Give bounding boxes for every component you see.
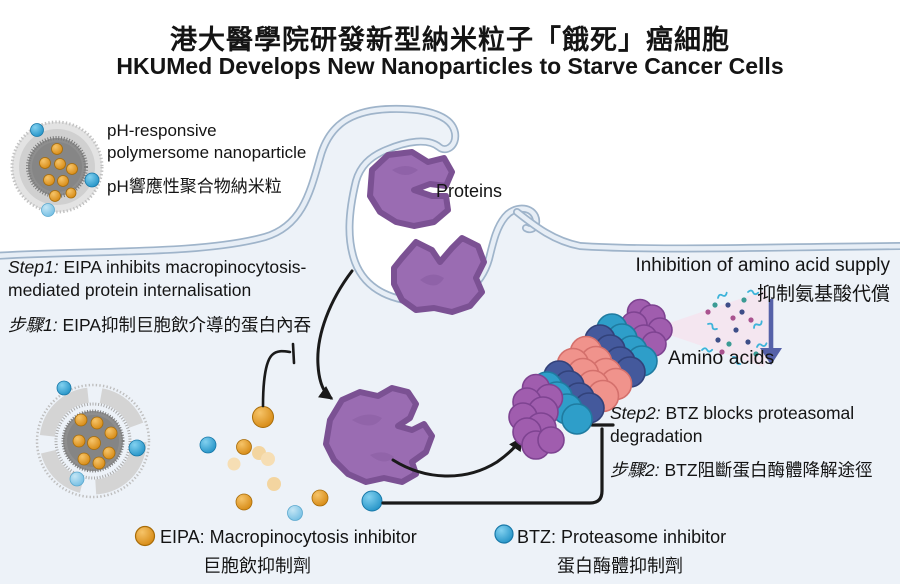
step2-en-line1: Step2: BTZ blocks proteasomal: [610, 402, 873, 425]
amino-inhibition-zh: 抑制氨基酸代償: [756, 284, 890, 305]
amino-dots-teal: [712, 297, 759, 357]
amino-squiggles: [701, 289, 768, 365]
step1-en-label: Step1:: [8, 257, 59, 277]
step1-zh-line: 步驟1: EIPA抑制巨胞飲介導的蛋白內吞: [8, 314, 311, 337]
step2-en-line2: degradation: [610, 426, 703, 446]
cell-interior: [0, 108, 900, 584]
eipa-dot: [235, 493, 253, 511]
nanoparticle-label-zh: pH響應性聚合物納米粒: [107, 177, 282, 196]
proteins-label: Proteins: [436, 181, 503, 201]
step2-zh-label: 步驟2:: [610, 460, 660, 480]
legend-eipa-zh: 巨胞飲抑制劑: [203, 556, 311, 576]
amino-acid-particles: [701, 289, 768, 365]
eipa-dot-faded: [267, 477, 281, 491]
btz-surface-dots: [56, 380, 146, 487]
step1-zh-label: 步驟1:: [8, 315, 58, 335]
protein-internalised: [323, 385, 435, 485]
inhibition-tbar-btz: [381, 423, 615, 505]
amino-acids-label: Amino acids: [668, 347, 775, 369]
nanoparticle-label-en: pH-responsive polymersome nanoparticle: [107, 120, 306, 164]
step2-zh-line: 步驟2: BTZ阻斷蛋白酶體降解途徑: [610, 459, 873, 482]
btz-dot-light: [287, 505, 303, 521]
step1-en-line1: Step1: EIPA inhibits macropinocytosis-: [8, 256, 311, 279]
proteasome-ring-salmon: [556, 335, 633, 413]
eipa-dot-faded: [227, 457, 241, 471]
btz-dot-hero: [361, 490, 383, 512]
proteasome: [508, 298, 673, 460]
title-zh: 港大醫學院研發新型納米粒子「餓死」癌細胞: [170, 25, 730, 55]
protein-blob-2: [391, 235, 487, 315]
title-en: HKUMed Develops New Nanoparticles to Sta…: [116, 53, 784, 79]
step1-en-text: EIPA inhibits macropinocytosis-: [58, 257, 307, 277]
inhibition-tbar-eipa: [261, 342, 296, 408]
eipa-cargo-dots: [39, 143, 78, 202]
legend-btz-en: BTZ: Proteasome inhibitor: [517, 527, 727, 547]
nanoparticle-intact: [10, 120, 104, 217]
amino-dots-magenta: [705, 309, 754, 355]
eipa-dot-faded: [261, 452, 275, 466]
step2-zh-text: BTZ阻斷蛋白酶體降解途徑: [659, 460, 873, 480]
legend-eipa-en: EIPA: Macropinocytosis inhibitor: [160, 527, 417, 547]
arrow-internalisation: [316, 269, 354, 400]
amino-dots-navy: [715, 302, 751, 345]
released-drug-dots: [199, 406, 383, 521]
eipa-dot: [311, 489, 329, 507]
step1-zh-text: EIPA抑制巨胞飲介導的蛋白內吞: [57, 315, 312, 335]
eipa-cargo-dots: [72, 413, 118, 470]
btz-dot: [199, 436, 217, 454]
amino-acid-cone: [652, 290, 770, 367]
step1-en-line2: mediated protein internalisation: [8, 280, 252, 300]
legend-btz-dot: [494, 524, 514, 544]
nanoparticle-label-en-line2: polymersome nanoparticle: [107, 143, 307, 162]
amino-inhibition-en: Inhibition of amino acid supply: [635, 255, 890, 276]
step1-caption: Step1: EIPA inhibits macropinocytosis- m…: [8, 256, 311, 337]
eipa-dot: [236, 439, 252, 455]
step2-en-label: Step2:: [610, 403, 661, 423]
proteasome-ring-purple-near: [508, 373, 565, 460]
step2-en-text: BTZ blocks proteasomal: [660, 403, 855, 423]
legend-btz-zh: 蛋白酶體抑制劑: [557, 556, 683, 576]
protein-blob-1: [367, 149, 455, 229]
proteins-extracellular: [367, 149, 487, 315]
amino-supply-arrow: [760, 299, 782, 365]
cell-membrane: [0, 104, 900, 307]
nanoparticle-label-en-line1: pH-responsive: [107, 121, 217, 140]
step2-caption: Step2: BTZ blocks proteasomal degradatio…: [610, 402, 873, 482]
protein-texture: [352, 414, 394, 462]
btz-surface-dots: [30, 123, 100, 217]
legend-eipa-dot: [134, 525, 156, 547]
eipa-dot-hero: [252, 406, 274, 428]
arrow-to-proteasome: [391, 436, 523, 478]
nanoparticle-ruptured: [35, 380, 151, 499]
